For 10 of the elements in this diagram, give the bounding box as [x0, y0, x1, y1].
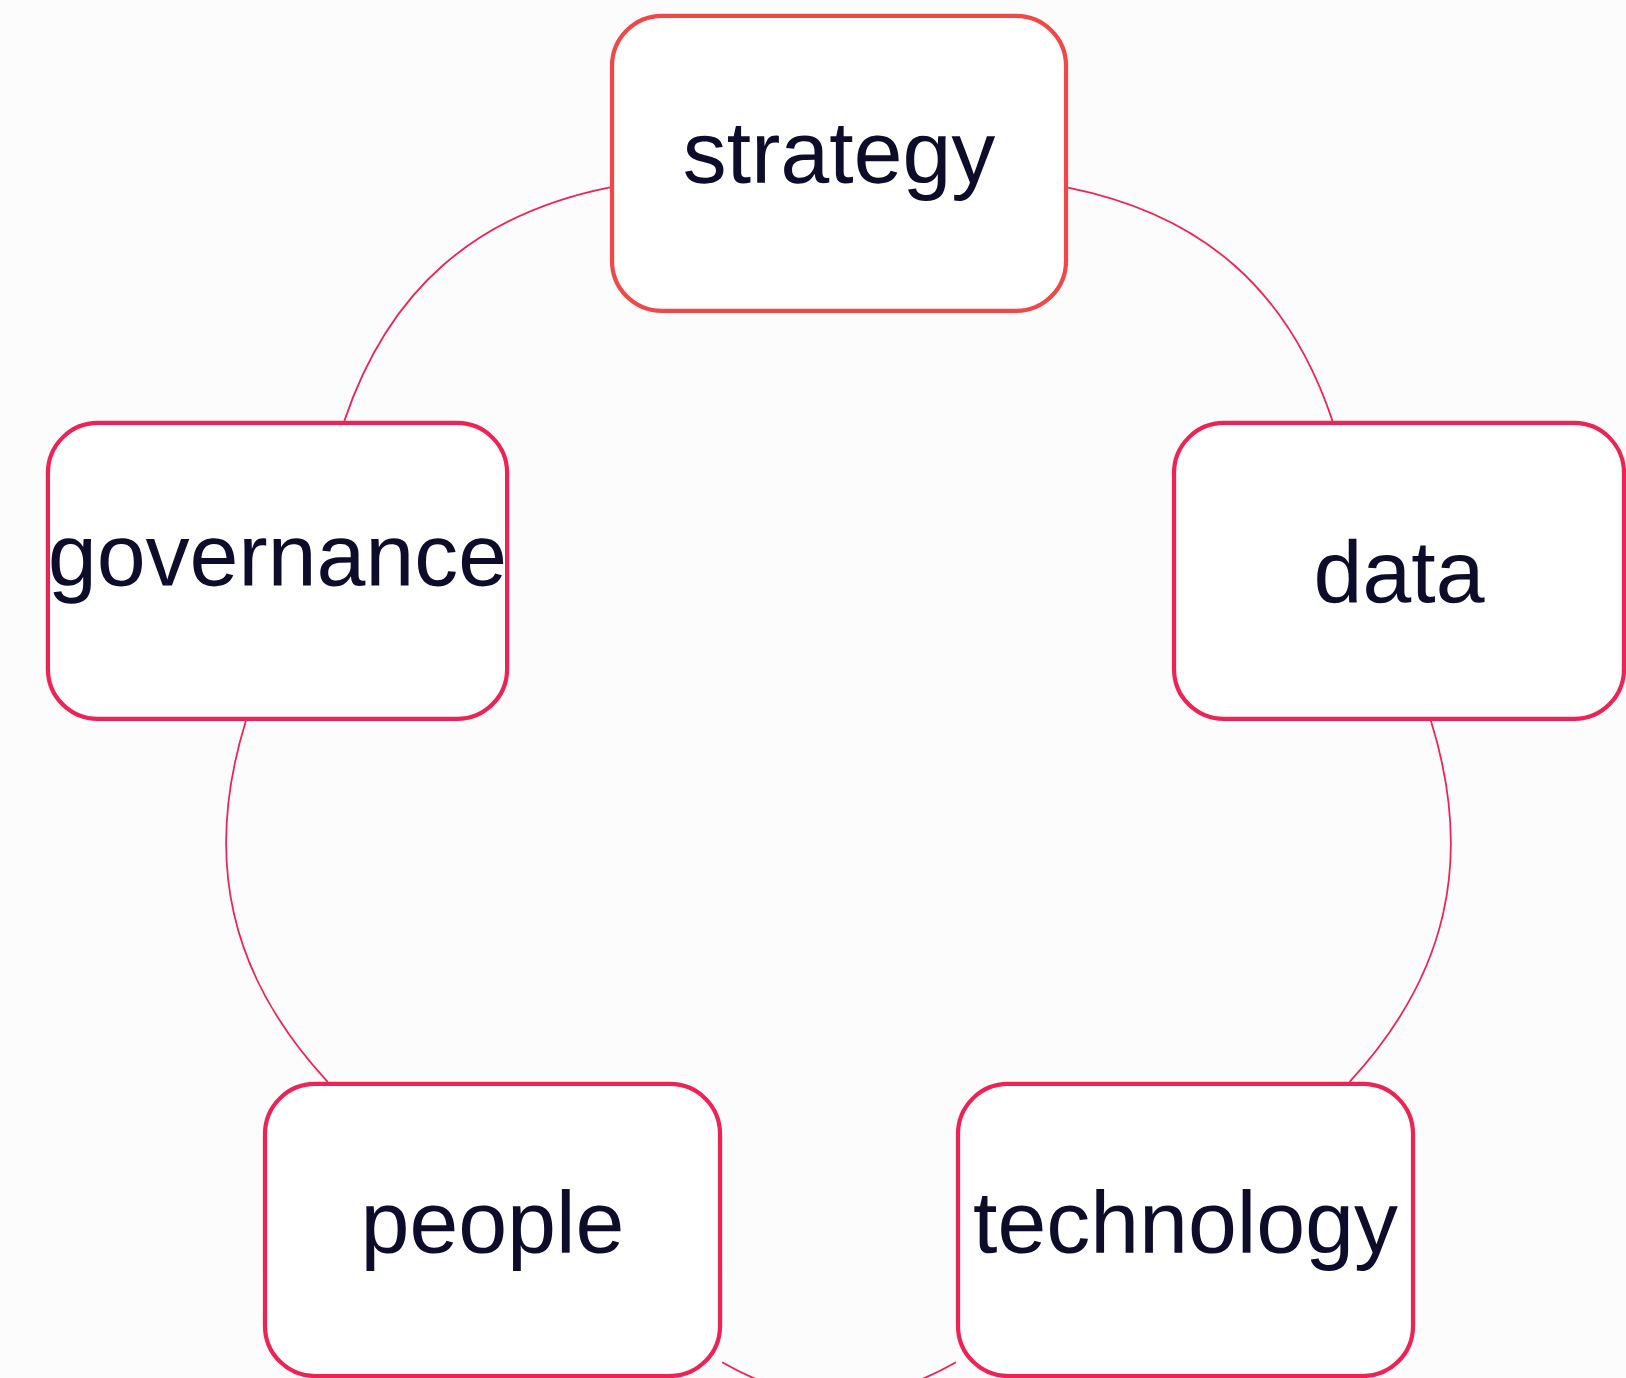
process-box: technology	[955, 1081, 1416, 1378]
connector-arc	[1348, 720, 1452, 1083]
connector-arc	[225, 720, 329, 1083]
process-box: data	[1171, 420, 1626, 722]
process-box: strategy	[609, 13, 1069, 314]
connector-arc	[343, 186, 611, 422]
process-box: people	[262, 1081, 723, 1378]
connector-arc	[721, 1361, 957, 1378]
process-box: governance	[45, 420, 510, 722]
connector-arc	[1067, 186, 1334, 422]
